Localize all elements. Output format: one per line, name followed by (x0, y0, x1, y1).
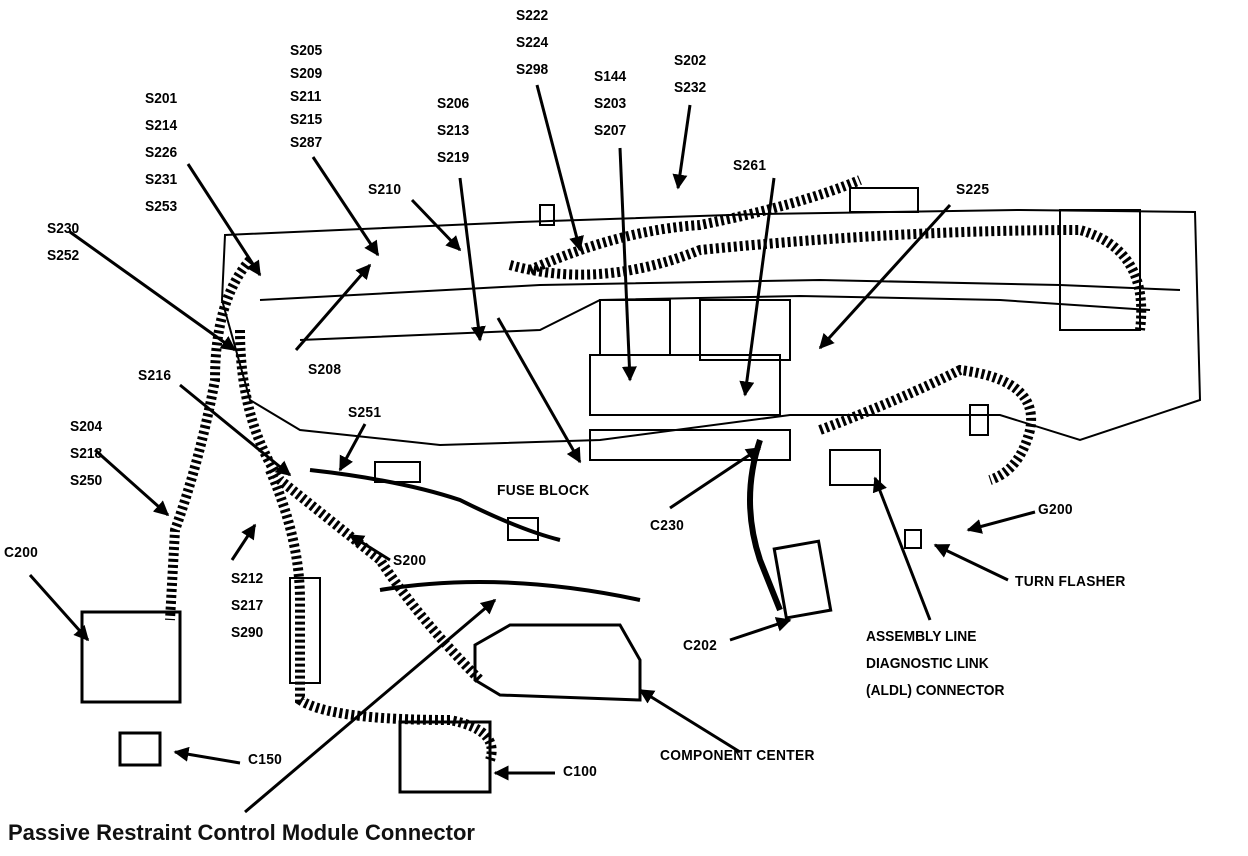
label-c100: C100 (563, 763, 598, 780)
splice-label: S250 (70, 472, 103, 489)
splice-label: S201 (145, 90, 178, 107)
splice-label: S211 (290, 88, 322, 105)
splice-label: S204 (70, 418, 103, 435)
splice-label: S215 (290, 111, 323, 128)
splice-group-s202: S202 S232 (674, 52, 706, 106)
splice-label: S232 (674, 79, 707, 96)
splice-label: S212 (231, 570, 264, 587)
label-fuse-block: FUSE BLOCK (497, 482, 590, 499)
label-c200: C200 (4, 544, 39, 561)
label-g200: G200 (1038, 501, 1073, 518)
aldl-line: DIAGNOSTIC LINK (866, 655, 989, 672)
splice-label: S209 (290, 65, 323, 82)
label-c150: C150 (248, 751, 283, 768)
splice-label: S230 (47, 220, 80, 237)
label-s261: S261 (733, 157, 767, 174)
splice-label: S222 (516, 7, 549, 24)
splice-label: S206 (437, 95, 470, 112)
splice-group-s206: S206 S213 S219 (437, 95, 469, 176)
splice-label: S214 (145, 117, 178, 134)
splice-group-s144: S144 S203 S207 (594, 68, 626, 149)
label-c230: C230 (650, 517, 685, 534)
splice-group-s222: S222 S224 S298 (516, 7, 548, 88)
splice-label: S231 (145, 171, 178, 188)
label-turn-flasher: TURN FLASHER (1015, 573, 1126, 590)
splice-label: S202 (674, 52, 707, 69)
splice-label: S226 (145, 144, 178, 161)
label-s210: S210 (368, 181, 402, 198)
splice-label: S290 (231, 624, 264, 641)
label-component-center: COMPONENT CENTER (660, 747, 815, 764)
splice-label: S298 (516, 61, 549, 78)
label-aldl-connector: ASSEMBLY LINE DIAGNOSTIC LINK (ALDL) CON… (866, 628, 1005, 709)
splice-label: S252 (47, 247, 80, 264)
label-c202: C202 (683, 637, 718, 654)
label-s208: S208 (308, 361, 342, 378)
splice-label: S205 (290, 42, 323, 59)
splice-label: S287 (290, 134, 323, 151)
splice-label: S253 (145, 198, 178, 215)
caption-passive-restraint: Passive Restraint Control Module Connect… (8, 820, 475, 845)
splice-label: S203 (594, 95, 627, 112)
splice-label: S218 (70, 445, 103, 462)
splice-label: S213 (437, 122, 470, 139)
label-s216: S216 (138, 367, 172, 384)
label-s225: S225 (956, 181, 990, 198)
splice-label: S217 (231, 597, 264, 614)
splice-label: S219 (437, 149, 470, 166)
splice-label: S224 (516, 34, 549, 51)
label-s200: S200 (393, 552, 427, 569)
aldl-line: ASSEMBLY LINE (866, 628, 977, 645)
splice-group-s204: S204 S218 S250 (70, 418, 102, 499)
splice-label: S207 (594, 122, 627, 139)
splice-group-s205: S205 S209 S211 S215 S287 (290, 42, 322, 157)
splice-group-s230: S230 S252 (47, 220, 79, 274)
splice-label: S144 (594, 68, 627, 85)
splice-group-s212: S212 S217 S290 (231, 570, 263, 651)
aldl-line: (ALDL) CONNECTOR (866, 682, 1005, 699)
splice-group-s201: S201 S214 S226 S231 S253 (145, 90, 177, 225)
label-s251: S251 (348, 404, 382, 421)
